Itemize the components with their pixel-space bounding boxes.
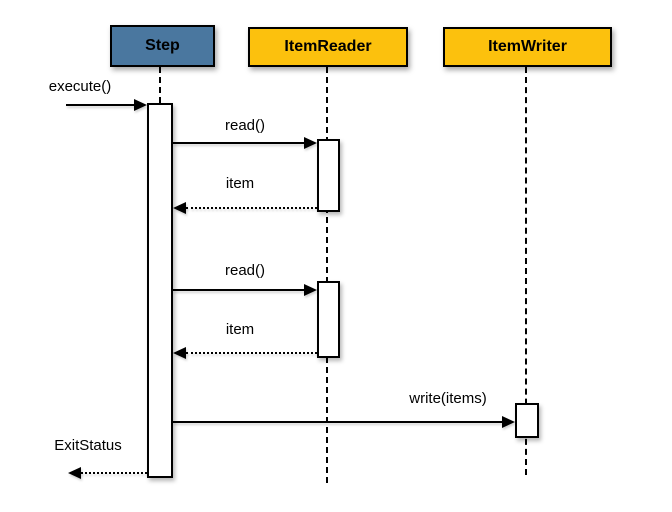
activation-step xyxy=(147,103,173,478)
message-write-label: write(items) xyxy=(409,390,487,407)
activation-itemwriter xyxy=(515,403,539,438)
message-read2-line xyxy=(173,289,306,291)
arrowhead-right-icon xyxy=(304,137,317,149)
arrowhead-right-icon xyxy=(304,284,317,296)
arrowhead-left-icon xyxy=(173,202,186,214)
lifeline-step xyxy=(159,67,161,103)
arrowhead-right-icon xyxy=(502,416,515,428)
message-write-line xyxy=(173,421,502,423)
activation-itemreader-2 xyxy=(317,281,340,358)
participant-itemreader-header: ItemReader xyxy=(248,27,408,67)
message-item1-label: item xyxy=(225,175,255,192)
participant-itemwriter-label: ItemWriter xyxy=(488,38,567,55)
arrowhead-left-icon xyxy=(173,347,186,359)
message-read1-line xyxy=(173,142,306,144)
message-read2-label: read() xyxy=(224,262,265,279)
message-execute-line xyxy=(66,104,136,106)
message-exitstatus-label: ExitStatus xyxy=(54,437,122,454)
message-read1-label: read() xyxy=(224,117,265,134)
participant-itemwriter-header: ItemWriter xyxy=(443,27,612,67)
arrowhead-right-icon xyxy=(134,99,147,111)
participant-step-header: Step xyxy=(110,25,215,67)
message-exitstatus-line xyxy=(81,472,147,474)
participant-itemreader-label: ItemReader xyxy=(284,38,372,55)
arrowhead-left-icon xyxy=(68,467,81,479)
lifeline-itemwriter xyxy=(525,67,527,475)
participant-step-label: Step xyxy=(145,37,180,54)
activation-itemreader-1 xyxy=(317,139,340,212)
message-item2-line xyxy=(186,352,317,354)
message-item1-line xyxy=(186,207,317,209)
message-item2-label: item xyxy=(225,321,255,338)
lifeline-itemreader xyxy=(326,67,328,483)
message-execute-label: execute() xyxy=(48,78,112,95)
